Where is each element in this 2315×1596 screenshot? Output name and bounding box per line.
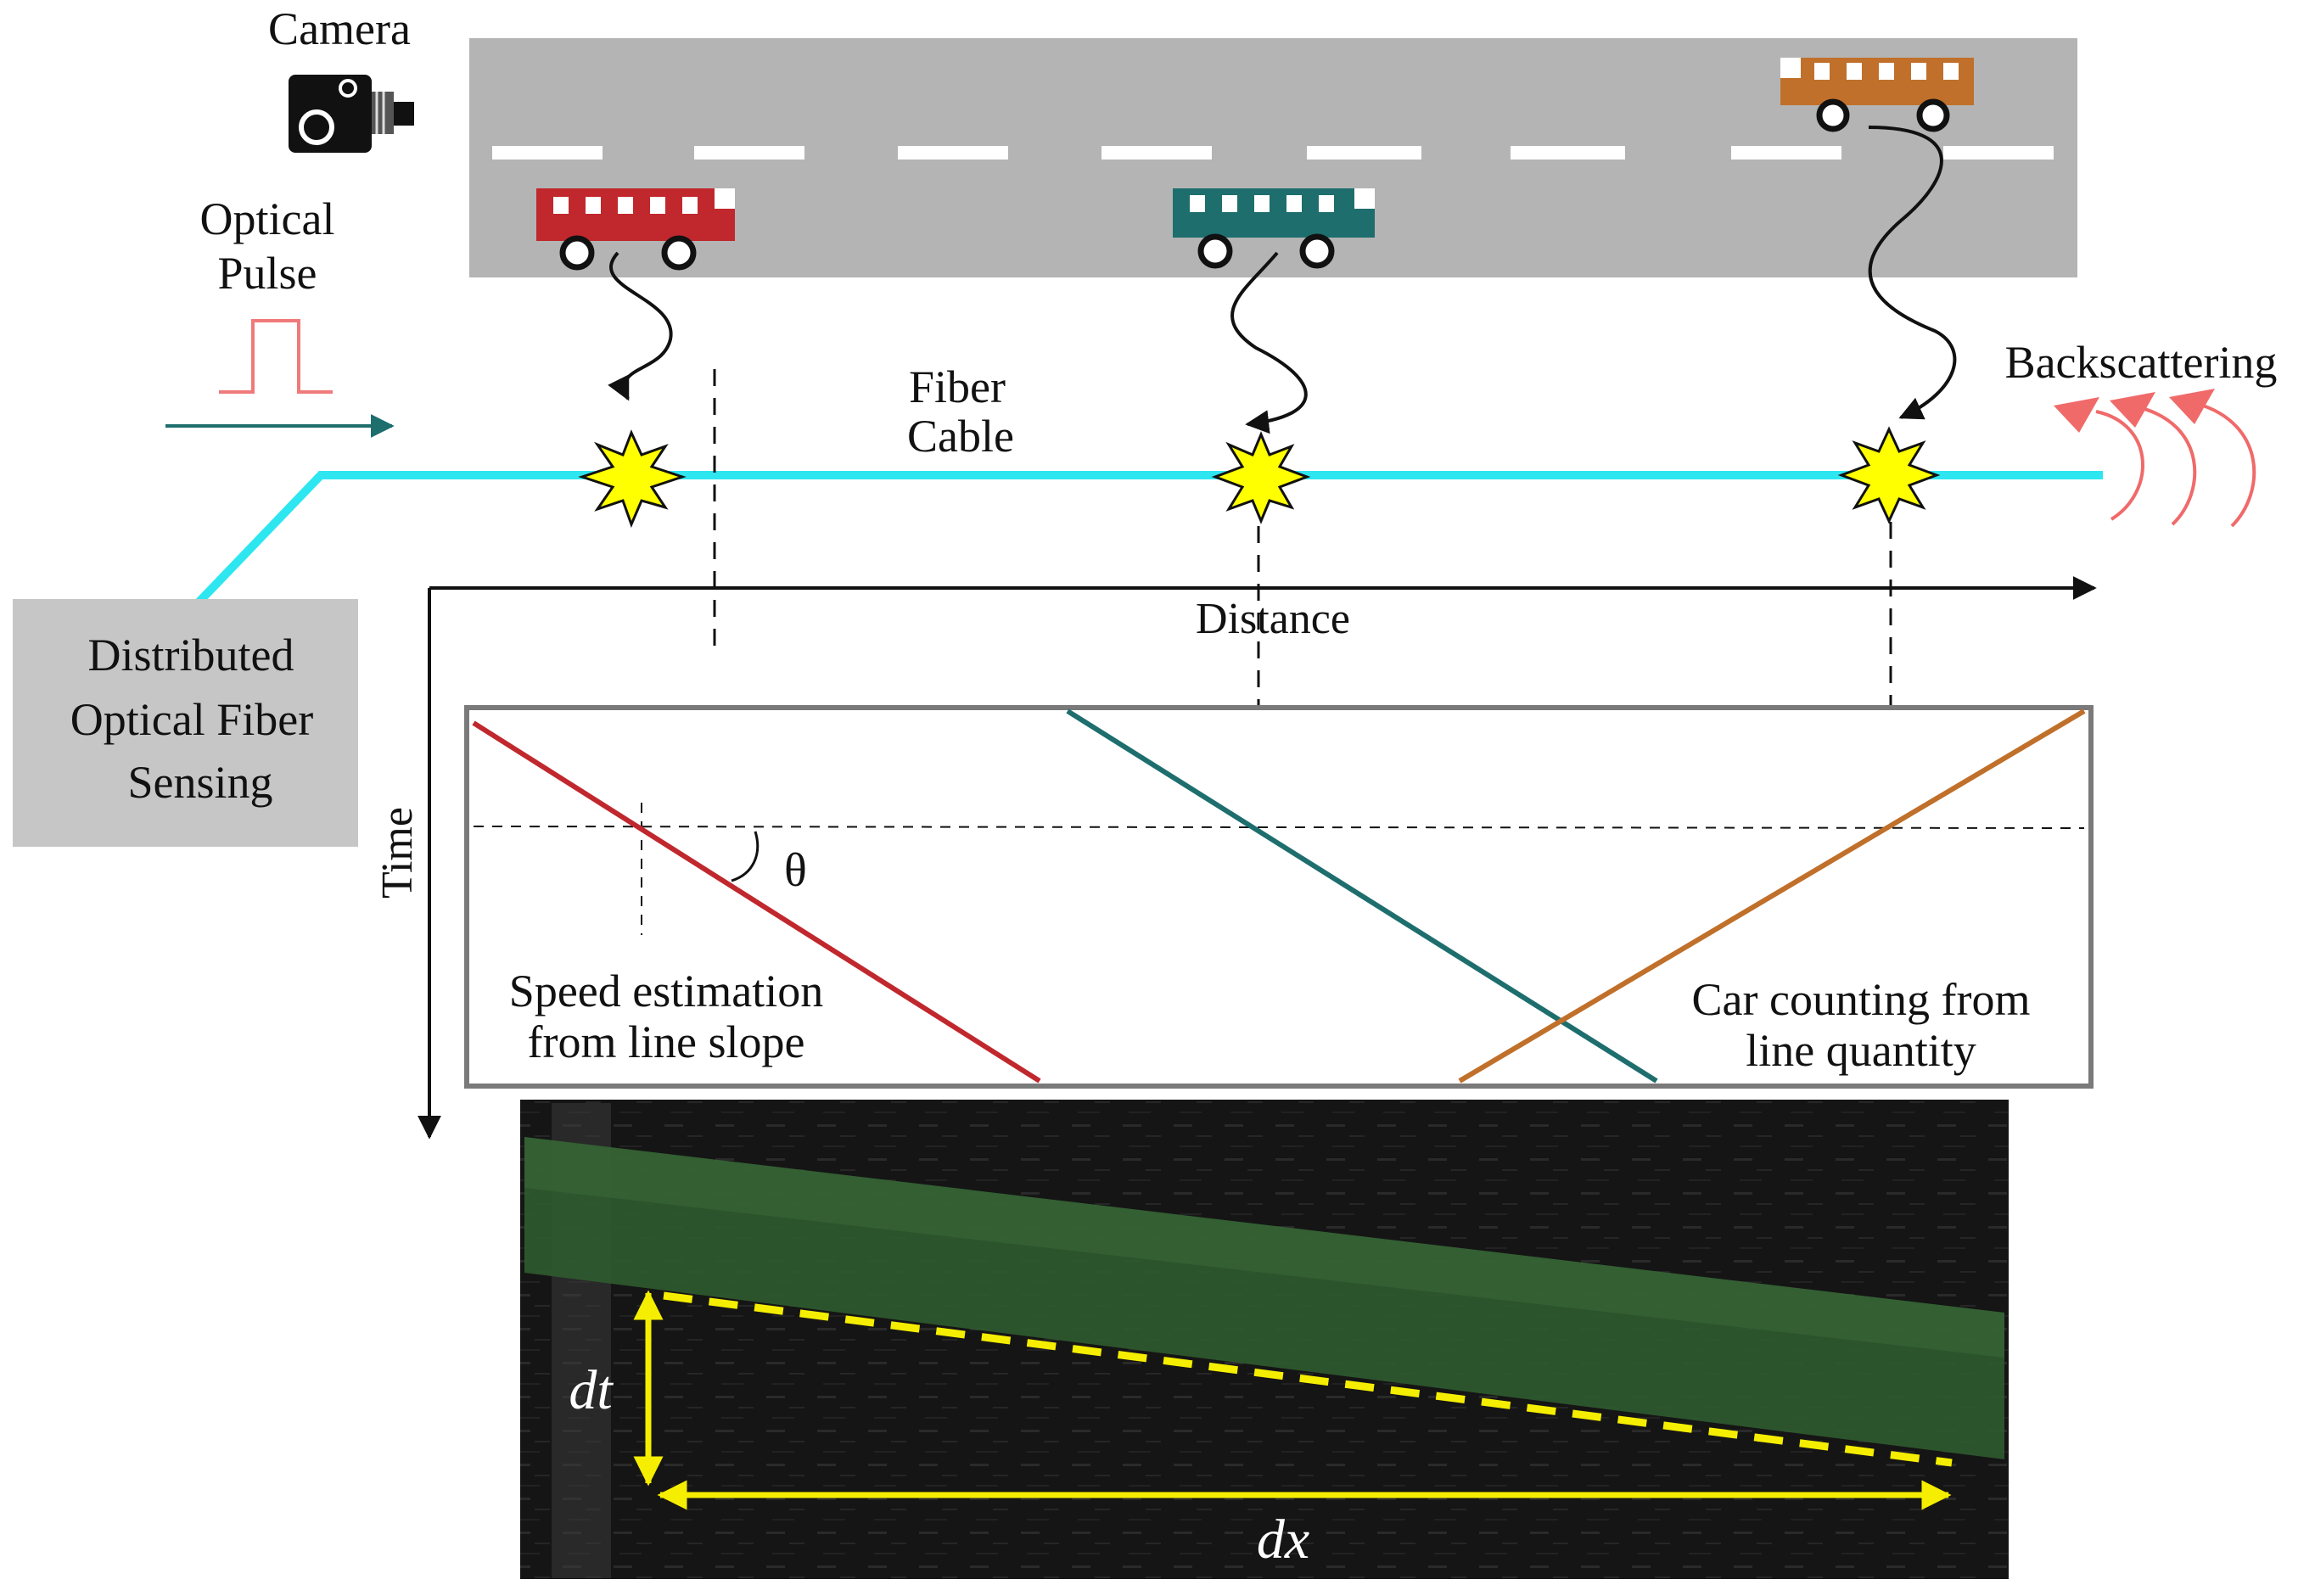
vehicle-teal-icon [1173, 188, 1375, 269]
backscattering-label: Backscattering [2005, 337, 2278, 388]
camera-icon [289, 75, 414, 153]
vibration-arrows [608, 126, 1957, 434]
dx-label: dx [1257, 1509, 1309, 1571]
dofs-label-3: Sensing [127, 757, 272, 808]
vehicle-orange-icon [1780, 58, 1974, 132]
time-reference-line [473, 826, 2085, 829]
speed-estimation-label-1: Speed estimation [509, 966, 823, 1016]
slope-dashed-line [663, 1291, 1953, 1467]
fiber-cable [193, 471, 2103, 608]
optical-pulse-icon [219, 319, 333, 394]
theta-label: θ [784, 844, 807, 897]
optical-pulse-label-1: Optical [200, 193, 335, 244]
dofs-label-1: Distributed [88, 630, 294, 680]
time-distance-plot: θ Speed estimation from line slope Car c… [464, 705, 2094, 1089]
car-counting-label-2: line quantity [1746, 1025, 1976, 1076]
dofs-label-2: Optical Fiber [70, 694, 313, 745]
backscatter-arrows-icon [2054, 389, 2256, 528]
lane-markings [492, 146, 2054, 160]
teal-vehicle-trace [1066, 708, 1658, 1084]
theta-arc [731, 831, 760, 882]
waterfall-image: dt dx [520, 1100, 2009, 1579]
dofs-box: Distributed Optical Fiber Sensing [13, 599, 358, 847]
car-counting-label-1: Car counting from [1692, 974, 2031, 1025]
dt-label: dt [569, 1359, 614, 1421]
highlight-band [524, 1137, 2004, 1459]
vehicle-red-icon [536, 188, 735, 271]
speed-estimation-label-2: from line slope [528, 1016, 805, 1067]
distance-axis-label: Distance [1196, 595, 1350, 643]
vibration-burst-icon [578, 426, 1941, 529]
fiber-label-2: Cable [907, 411, 1014, 462]
fiber-label-1: Fiber [909, 361, 1006, 412]
red-vehicle-trace [472, 720, 1041, 1084]
optical-pulse-label-2: Pulse [217, 248, 317, 299]
time-axis-label: Time [373, 807, 422, 899]
camera-label: Camera [268, 3, 411, 54]
guide-lines [713, 369, 1892, 827]
orange-vehicle-trace [1458, 708, 2086, 1084]
